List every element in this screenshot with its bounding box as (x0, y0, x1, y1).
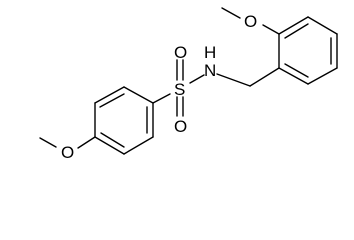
sulfonyl-oxygen-bottom-label: O (174, 117, 187, 136)
right-benzene-ring (278, 16, 338, 85)
left-ring-bond-4 (94, 136, 125, 155)
sulfonyl-oxygen-top-label: O (174, 43, 187, 62)
right-ring-o-bond (262, 24, 280, 35)
s-n-bond (189, 74, 205, 84)
right-ring-inner-bond-3 (284, 63, 309, 78)
sulfonyl-group (152, 59, 205, 117)
left-benzene-ring (94, 86, 154, 155)
right-ring-bond-2 (278, 16, 309, 35)
methoxy-oxygen-left-label: O (61, 143, 74, 162)
right-ring-bond-5 (307, 67, 338, 85)
amine-hydrogen-label: H (204, 43, 216, 62)
s-ring-bond (152, 93, 171, 104)
methoxy-oxygen-right-label: O (244, 12, 257, 31)
right-ring-bond-3 (307, 16, 338, 35)
right-ring-inner-bond-1 (284, 23, 309, 39)
amine-nitrogen-label: N (204, 61, 216, 80)
left-ring-inner-bond-1 (99, 93, 125, 108)
left-ring-bond-5 (123, 136, 154, 155)
right-ring-bond-6 (278, 67, 309, 85)
chemical-structure-diagram: S O O N H O O (39, 7, 338, 162)
right-o-methyl-bond (221, 7, 241, 19)
left-ring-o-bond (77, 136, 96, 149)
sulfur-atom-label: S (174, 80, 185, 99)
right-methoxy-group (221, 7, 280, 35)
n-ch2-bond (216, 73, 251, 87)
left-ring-bond-1 (123, 86, 154, 104)
left-o-methyl-bond (39, 137, 57, 148)
benzyl-linker (216, 67, 280, 87)
left-methoxy-group (39, 136, 96, 149)
left-ring-inner-bond-3 (100, 132, 125, 148)
ch2-ring-bond (249, 67, 280, 87)
left-ring-bond-2 (94, 86, 125, 104)
